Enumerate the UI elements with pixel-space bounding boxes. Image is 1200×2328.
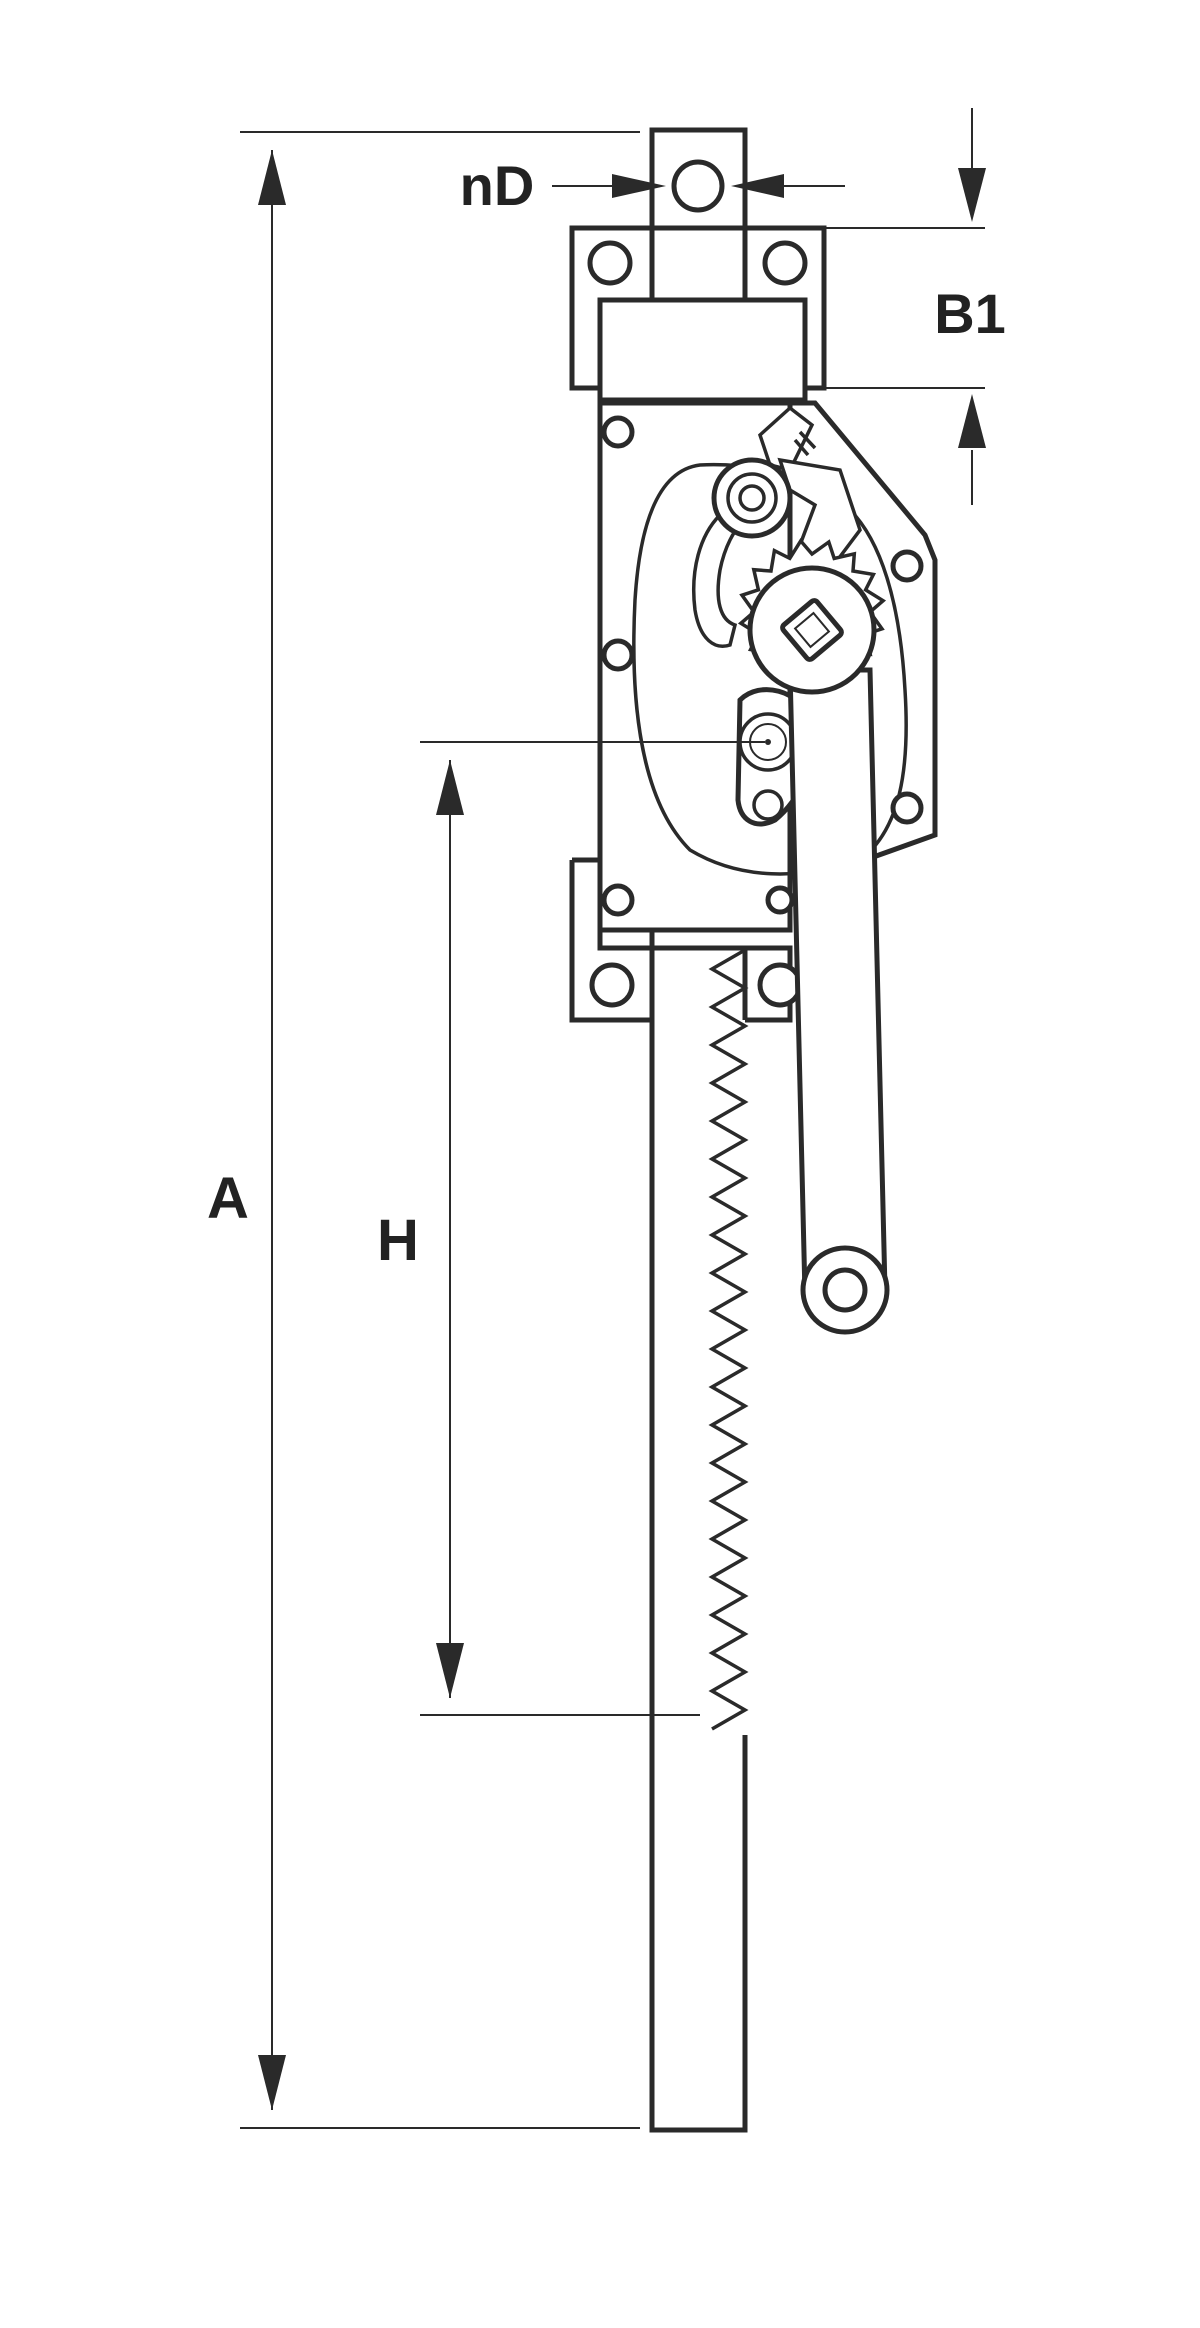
dimension-a: A	[200, 131, 640, 2129]
top-bracket	[569, 225, 827, 403]
bottom-bracket-hole-right	[757, 962, 803, 1008]
top-lifting-bar	[649, 127, 748, 308]
top-bolt-hole	[671, 159, 725, 213]
bottom-bracket	[569, 857, 803, 1023]
dimension-h: H	[377, 741, 765, 1716]
crank-handle	[747, 565, 890, 1335]
housing-rivet-1	[601, 415, 635, 449]
dimension-b1: B1	[805, 108, 1006, 505]
bottom-bracket-hole-left	[589, 962, 635, 1008]
side-plate-rivet-1	[890, 549, 924, 583]
label-nd: nD	[460, 154, 535, 217]
housing-rivet-4	[765, 885, 795, 915]
square-drive-socket	[780, 598, 844, 662]
rack-bar	[649, 930, 749, 2133]
housing-rivet-2	[601, 638, 635, 672]
bracket-hole-right	[762, 240, 808, 286]
bracket-hole-left	[587, 240, 633, 286]
housing-rivet-3	[601, 883, 635, 917]
rack-teeth	[708, 948, 749, 1731]
cam-pin	[752, 789, 784, 821]
side-plate-rivet-2	[890, 791, 924, 825]
handle-end-hole	[822, 1267, 868, 1313]
label-a: A	[207, 1166, 249, 1231]
dimension-nd: nD	[460, 154, 845, 217]
label-h: H	[377, 1208, 419, 1273]
label-b1: B1	[934, 282, 1006, 345]
